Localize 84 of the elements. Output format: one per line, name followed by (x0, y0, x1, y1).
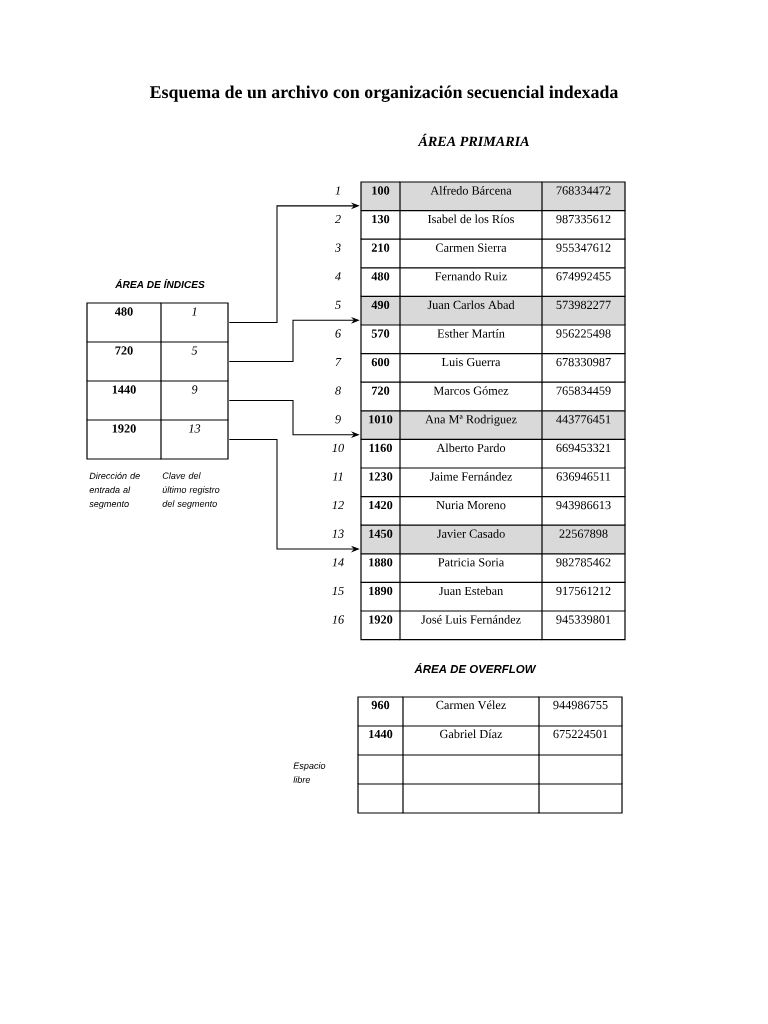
row-number: 1 (335, 186, 340, 195)
key-cell: 1890 (360, 581, 401, 612)
name-cell: Isabel de los Ríos (399, 210, 543, 240)
row-number: 5 (335, 300, 341, 310)
pointer-cell: 5 (160, 341, 229, 382)
key-cell: 720 (360, 381, 401, 412)
key-cell: 1920 (360, 610, 401, 641)
row-number: 11 (332, 472, 343, 481)
name-cell: Gabriel Díaz (402, 725, 540, 756)
row-number: 8 (335, 386, 341, 395)
name-cell: Carmen Sierra (399, 238, 543, 269)
pointer-cell: 13 (160, 419, 229, 460)
note: Clave del último registro del segmento (162, 472, 220, 509)
note: Espacio libre (293, 762, 326, 783)
key-cell: 1160 (360, 438, 401, 469)
phone-cell: 768334472 (541, 181, 626, 212)
row-number: 4 (334, 272, 341, 281)
row-number: 2 (334, 214, 341, 224)
phone-cell: 765834459 (541, 381, 626, 412)
phone-cell: 669453321 (541, 438, 626, 469)
phone-cell: 443776451 (541, 410, 626, 440)
key-cell: 1230 (360, 467, 401, 498)
key-cell: 210 (360, 238, 401, 269)
node-label: Javier Casado (437, 529, 505, 538)
key-cell: 720 (86, 341, 162, 382)
key-cell: 1440 (357, 725, 404, 756)
name-cell: Carmen Vélez (402, 696, 540, 727)
title: Esquema de un archivo con organización secuencial indexada (149, 85, 619, 102)
row-number: 15 (332, 586, 344, 596)
key-cell: 600 (360, 353, 401, 383)
name-cell: Alberto Pardo (399, 438, 543, 469)
phone-cell: 917561212 (541, 581, 626, 612)
key-cell: 480 (360, 267, 401, 297)
row-number: 6 (335, 329, 341, 338)
key-cell: 1880 (360, 553, 401, 583)
phone-cell: 678330987 (541, 353, 626, 383)
row-number: 16 (332, 615, 345, 624)
row-number: 13 (332, 529, 344, 538)
row-number: 10 (332, 443, 344, 453)
key-cell: 480 (86, 302, 162, 343)
section-heading: ÁREA PRIMARIA (417, 133, 529, 146)
node-label: Juan Carlos Abad (427, 300, 515, 310)
name-cell: Luis Guerra (399, 353, 543, 383)
note: Dirección de entrada al segmento (89, 472, 140, 509)
phone-cell: 22567898 (541, 524, 626, 555)
phone-cell: 982785462 (541, 553, 626, 583)
phone-cell: 943986613 (541, 496, 626, 526)
name-cell: Jaime Fernández (399, 467, 543, 498)
key-cell: 1010 (360, 410, 401, 440)
key-cell: 960 (357, 696, 404, 727)
key-cell: 1440 (86, 380, 162, 421)
key-cell: 570 (360, 324, 401, 355)
key-cell: 100 (360, 181, 401, 212)
key-cell: 1450 (360, 524, 401, 555)
node-label: Ana Mª Rodriguez (425, 414, 517, 426)
key-cell: 130 (360, 210, 401, 240)
phone-cell: 955347612 (541, 238, 626, 269)
row-number: 7 (335, 358, 342, 367)
phone-cell: 674992455 (541, 267, 626, 297)
name-cell: Patricia Soria (399, 553, 543, 583)
pointer-cell: 1 (160, 302, 229, 343)
name-cell: Marcos Gómez (399, 381, 543, 412)
phone-cell: 956225498 (541, 324, 626, 355)
name-cell: José Luis Fernández (399, 610, 543, 641)
phone-cell: 987335612 (541, 210, 626, 240)
phone-cell: 573982277 (541, 295, 626, 326)
key-cell: 1920 (86, 419, 162, 460)
pointer-cell: 9 (160, 380, 229, 421)
node-label: Alfredo Bárcena (430, 185, 512, 195)
name-cell: Juan Esteban (399, 581, 543, 612)
section-heading: ÁREA DE ÍNDICES (115, 279, 205, 289)
key-cell: 1420 (360, 496, 401, 526)
row-number: 9 (335, 415, 341, 424)
phone-cell: 945339801 (541, 610, 626, 641)
name-cell: Fernando Ruiz (399, 267, 543, 297)
row-number: 14 (332, 558, 344, 567)
name-cell: Esther Martín (399, 324, 543, 355)
row-number: 3 (334, 243, 341, 252)
phone-cell: 675224501 (538, 725, 623, 756)
name-cell: Nuria Moreno (399, 496, 543, 526)
section-heading: ÁREA DE OVERFLOW (414, 662, 537, 674)
phone-cell: 944986755 (538, 696, 623, 727)
row-number: 12 (332, 500, 344, 510)
phone-cell: 636946511 (541, 467, 626, 498)
